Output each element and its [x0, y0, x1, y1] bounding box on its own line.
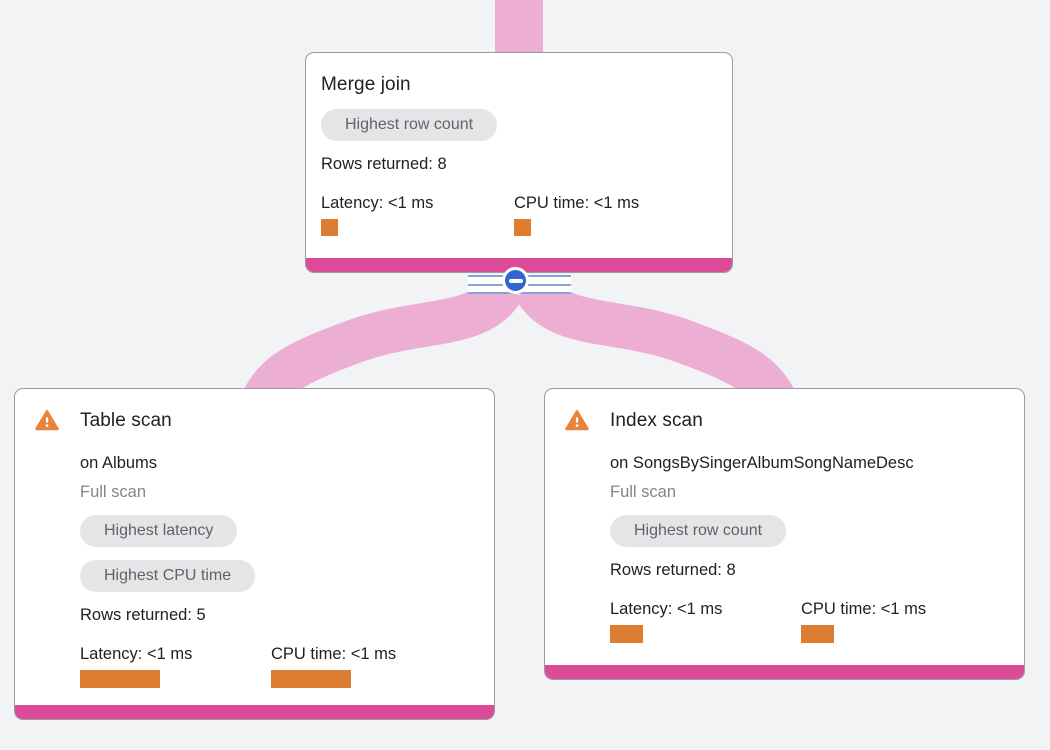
badge-highest-cpu-time: Highest CPU time [80, 560, 256, 592]
scan-mode-label: Full scan [610, 483, 677, 501]
cpu-time-bar [271, 670, 351, 688]
node-accent-bar [545, 665, 1024, 679]
badge-highest-row-count: Highest row count [610, 515, 787, 547]
minus-icon [508, 278, 523, 283]
node-title: Index scan [610, 410, 703, 431]
node-accent-bar [306, 258, 732, 272]
warning-icon [565, 410, 589, 431]
cpu-time-bar [514, 219, 531, 236]
collapse-children-button[interactable] [502, 267, 529, 294]
scan-mode-label: Full scan [80, 483, 147, 501]
cpu-time-label: CPU time: <1 ms [271, 645, 397, 663]
cpu-time-label: CPU time: <1 ms [801, 600, 927, 618]
warning-icon [35, 410, 59, 431]
node-accent-bar [15, 705, 494, 719]
latency-bar [80, 670, 160, 688]
node-table-scan[interactable]: Table scan on Albums Full scan Highest l… [14, 388, 495, 720]
latency-bar [321, 219, 338, 236]
node-title: Table scan [80, 410, 172, 431]
rows-returned-label: Rows returned: 8 [321, 155, 447, 173]
latency-label: Latency: <1 ms [80, 645, 193, 663]
latency-label: Latency: <1 ms [610, 600, 723, 618]
node-index-scan[interactable]: Index scan on SongsBySingerAlbumSongName… [544, 388, 1025, 680]
rows-returned-label: Rows returned: 5 [80, 606, 206, 624]
badge-highest-row-count: Highest row count [321, 109, 498, 141]
latency-label: Latency: <1 ms [321, 194, 434, 212]
badge-highest-latency: Highest latency [80, 515, 238, 547]
node-title: Merge join [321, 74, 411, 95]
cpu-time-label: CPU time: <1 ms [514, 194, 640, 212]
latency-bar [610, 625, 643, 643]
edge-to-table-scan [242, 274, 524, 413]
cpu-time-bar [801, 625, 834, 643]
node-merge-join[interactable]: Merge join Highest row count Rows return… [305, 52, 733, 273]
edge-to-index-scan [514, 274, 796, 413]
edge-parent [495, 0, 543, 58]
scan-target-label: on Albums [80, 454, 158, 472]
rows-returned-label: Rows returned: 8 [610, 561, 736, 579]
scan-target-label: on SongsBySingerAlbumSongNameDesc [610, 454, 914, 472]
